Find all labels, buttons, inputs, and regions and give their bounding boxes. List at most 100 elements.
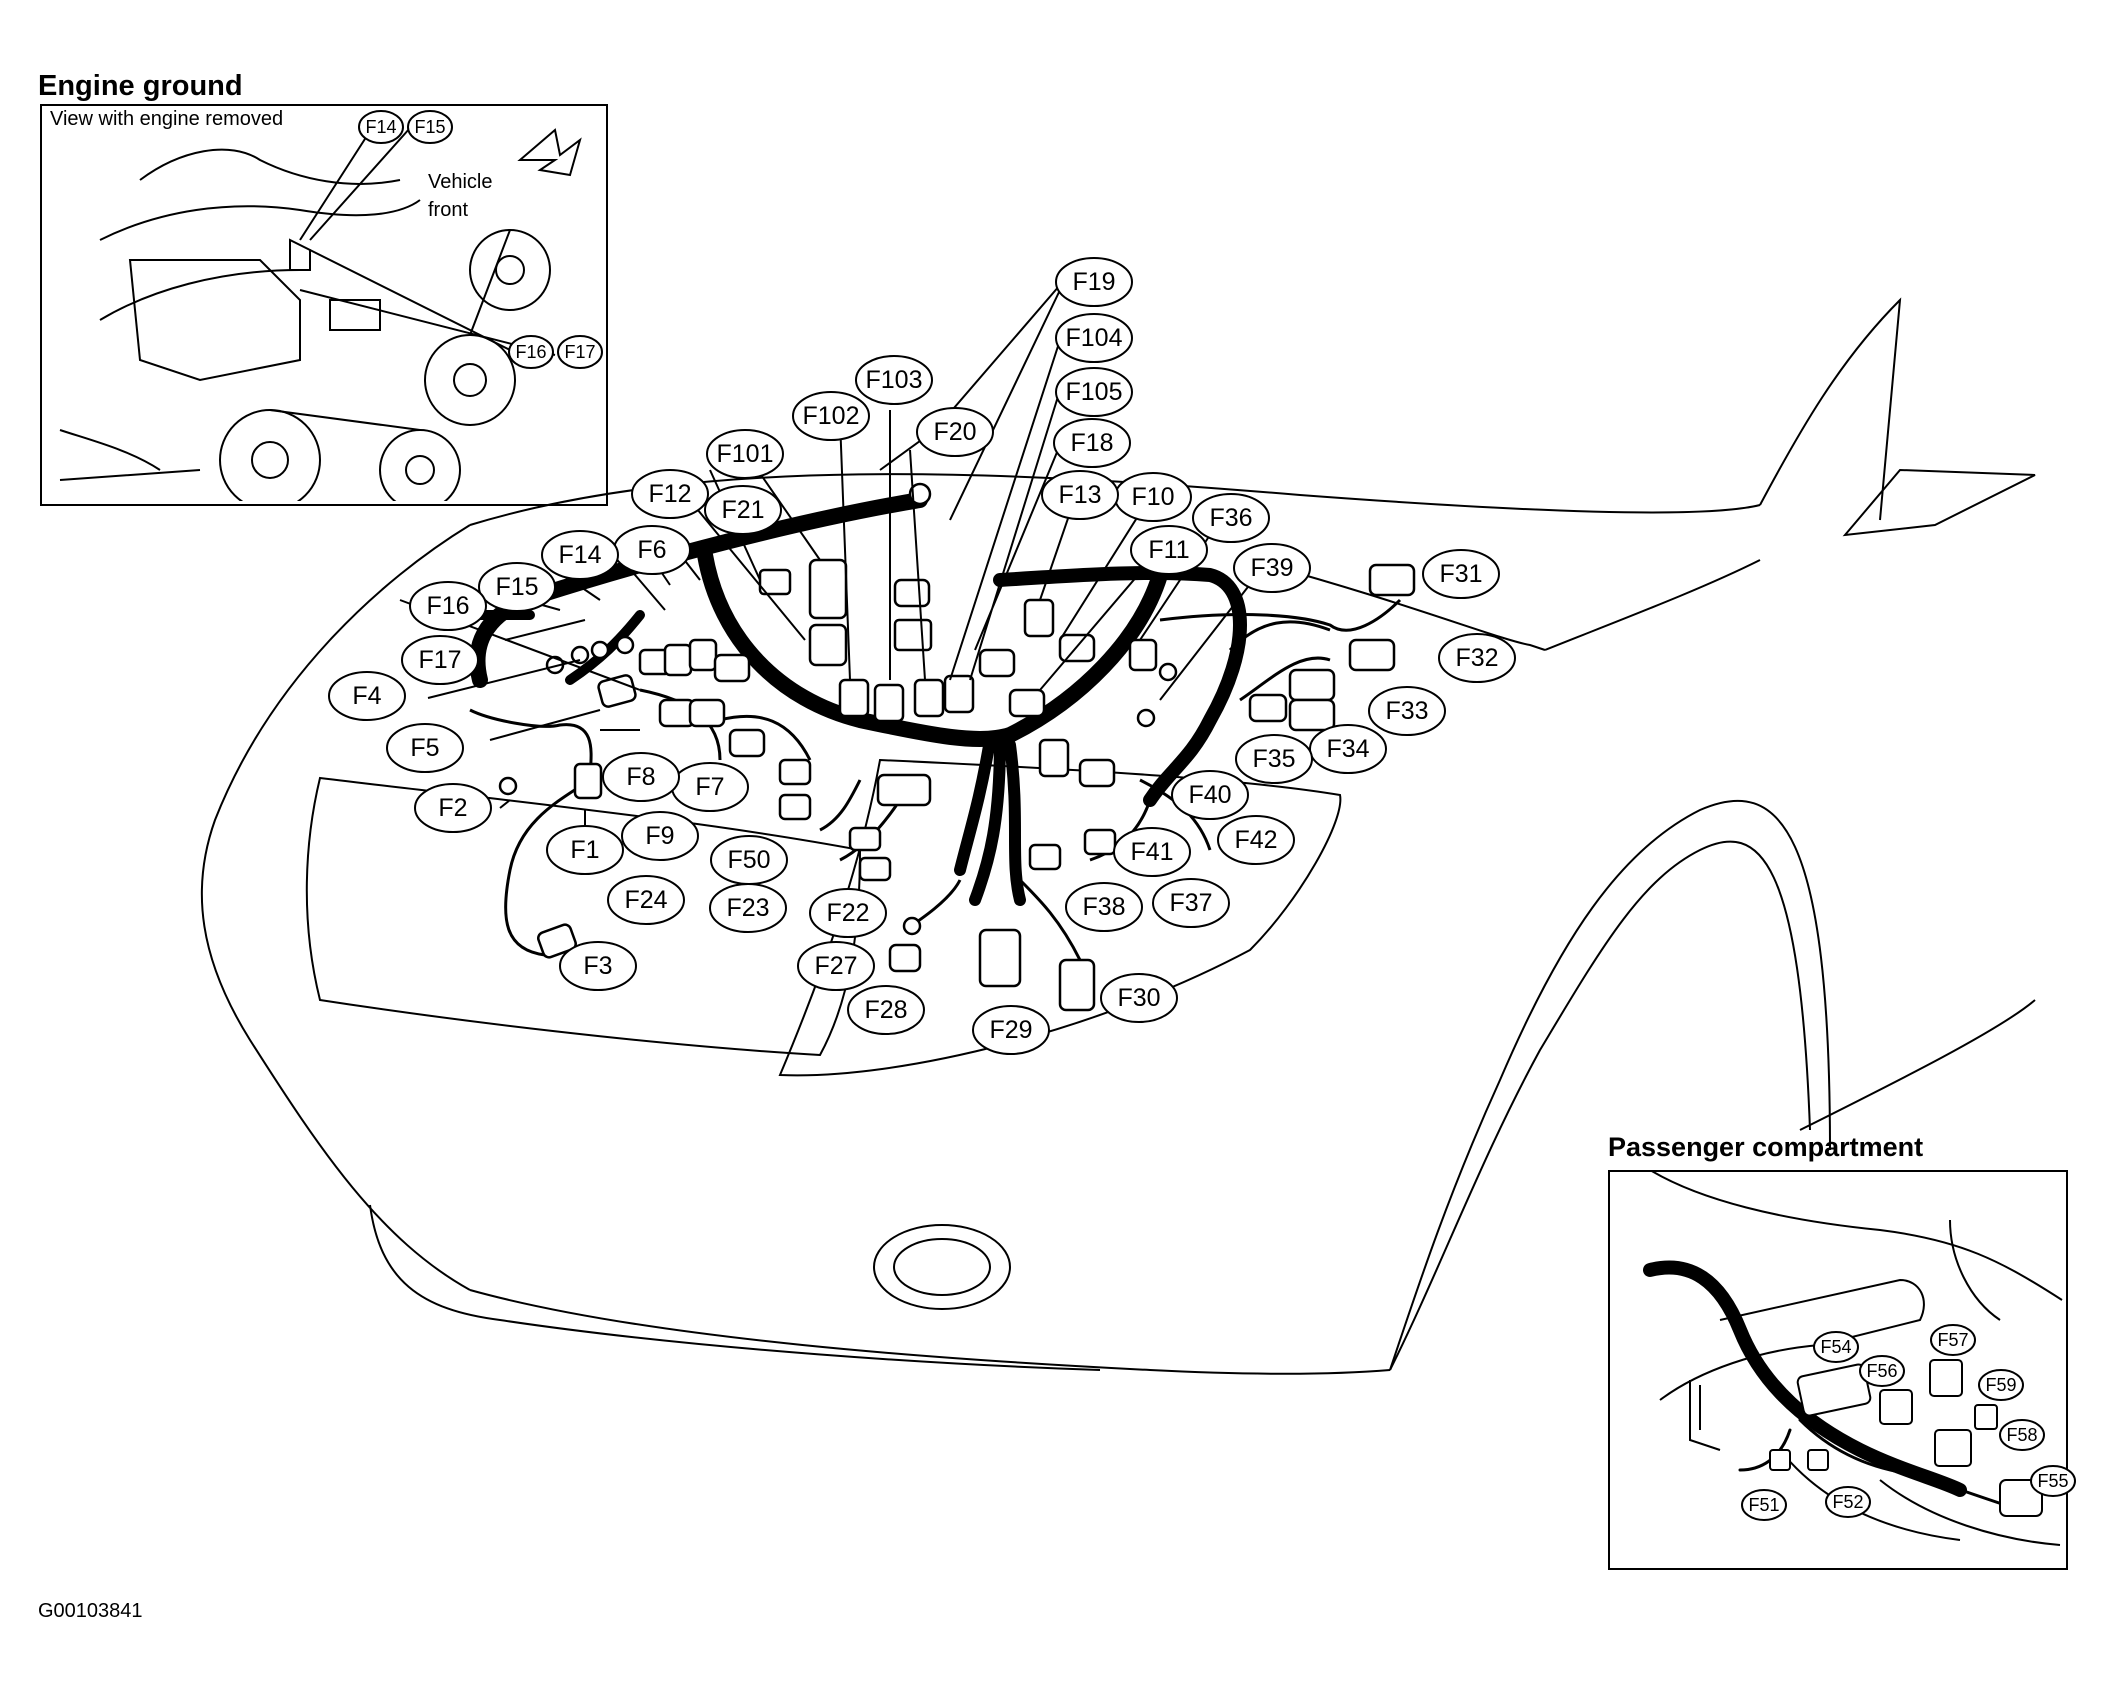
callout-bubble — [1813, 1331, 1859, 1363]
callout-f17: F17 — [557, 335, 603, 369]
callout-bubble — [1055, 367, 1133, 417]
callout-f6: F6 — [613, 525, 691, 575]
callout-bubble — [1422, 549, 1500, 599]
callout-f4: F4 — [328, 671, 406, 721]
callout-bubble — [847, 985, 925, 1035]
callout-bubble — [972, 1005, 1050, 1055]
callout-f32: F32 — [1438, 633, 1516, 683]
passenger-harness — [1643, 1260, 2022, 1512]
callout-f59: F59 — [1978, 1369, 2024, 1401]
callout-f14: F14 — [358, 110, 404, 144]
callout-label: F14 — [365, 117, 396, 137]
callout-f56: F56 — [1859, 1355, 1905, 1387]
callout-label: F13 — [1058, 481, 1101, 509]
callout-bubble — [508, 335, 554, 369]
callout-f12: F12 — [631, 469, 709, 519]
callout-bubble — [710, 835, 788, 885]
callout-f22: F22 — [809, 888, 887, 938]
callout-label: F16 — [515, 342, 546, 362]
callout-f2: F2 — [414, 783, 492, 833]
callout-f20: F20 — [916, 407, 994, 457]
callout-f103: F103 — [855, 355, 933, 405]
callout-label: F14 — [558, 541, 601, 569]
callout-bubble — [386, 723, 464, 773]
callout-bubble — [1053, 418, 1131, 468]
passenger-compartment-title: Passenger compartment — [1608, 1132, 1924, 1162]
callout-bubble — [1859, 1355, 1905, 1387]
callout-bubble — [407, 110, 453, 144]
callout-label: F103 — [866, 366, 923, 394]
callout-bubble — [1978, 1369, 2024, 1401]
callout-label: F19 — [1072, 268, 1115, 296]
callout-label: F33 — [1385, 697, 1428, 725]
callout-label: F34 — [1326, 735, 1369, 763]
callout-label: F52 — [1832, 1492, 1863, 1512]
callout-f1: F1 — [546, 825, 624, 875]
callout-bubble — [1041, 470, 1119, 520]
callout-label: F101 — [717, 440, 774, 468]
callout-label: F54 — [1820, 1337, 1851, 1357]
callout-f17: F17 — [401, 635, 479, 685]
callout-label: F55 — [2037, 1471, 2068, 1491]
callout-label: F41 — [1130, 838, 1173, 866]
callout-bubble — [478, 562, 556, 612]
callout-bubble — [916, 407, 994, 457]
callout-f42: F42 — [1217, 815, 1295, 865]
callout-f24: F24 — [607, 875, 685, 925]
callout-f50: F50 — [710, 835, 788, 885]
callout-f102: F102 — [792, 391, 870, 441]
callout-label: F29 — [989, 1016, 1032, 1044]
callout-bubble — [1065, 882, 1143, 932]
callout-label: F105 — [1066, 378, 1123, 406]
callout-label: F5 — [410, 734, 439, 762]
callout-label: F28 — [864, 996, 907, 1024]
callout-bubble — [1368, 686, 1446, 736]
callout-bubble — [706, 429, 784, 479]
callout-f18: F18 — [1053, 418, 1131, 468]
callout-f36: F36 — [1192, 493, 1270, 543]
callout-label: F57 — [1937, 1330, 1968, 1350]
callout-f58: F58 — [1999, 1419, 2045, 1451]
callout-bubble — [557, 335, 603, 369]
callout-bubble — [809, 888, 887, 938]
callout-bubble — [1233, 543, 1311, 593]
callout-label: F27 — [814, 952, 857, 980]
callout-f7: F7 — [671, 762, 749, 812]
callout-bubble — [409, 581, 487, 631]
callout-bubble — [1930, 1324, 1976, 1356]
callout-label: F39 — [1250, 554, 1293, 582]
callout-f104: F104 — [1055, 313, 1133, 363]
callout-label: F59 — [1985, 1375, 2016, 1395]
callout-label: F12 — [648, 480, 691, 508]
engine-inset-illustration — [59, 127, 556, 501]
callout-label: F6 — [637, 536, 666, 564]
callout-label: F9 — [645, 822, 674, 850]
callout-label: F40 — [1188, 781, 1231, 809]
callout-bubble — [1438, 633, 1516, 683]
callout-bubble — [621, 811, 699, 861]
callout-f5: F5 — [386, 723, 464, 773]
callout-f101: F101 — [706, 429, 784, 479]
callout-bubble — [1055, 313, 1133, 363]
callout-label: F51 — [1748, 1495, 1779, 1515]
callout-f15: F15 — [407, 110, 453, 144]
callout-bubble — [602, 752, 680, 802]
callout-f37: F37 — [1152, 878, 1230, 928]
callout-bubble — [1055, 257, 1133, 307]
callout-f40: F40 — [1171, 770, 1249, 820]
callout-f8: F8 — [602, 752, 680, 802]
callout-bubble — [797, 941, 875, 991]
callout-bubble — [1171, 770, 1249, 820]
callout-f54: F54 — [1813, 1331, 1859, 1363]
vehicle-front-arrow-icon — [517, 128, 582, 177]
callout-f31: F31 — [1422, 549, 1500, 599]
callout-bubble — [401, 635, 479, 685]
callout-label: F37 — [1169, 889, 1212, 917]
callout-f57: F57 — [1930, 1324, 1976, 1356]
callout-f35: F35 — [1235, 734, 1313, 784]
callout-label: F23 — [726, 894, 769, 922]
passenger-connectors — [1769, 1359, 2043, 1517]
callout-label: F30 — [1117, 984, 1160, 1012]
